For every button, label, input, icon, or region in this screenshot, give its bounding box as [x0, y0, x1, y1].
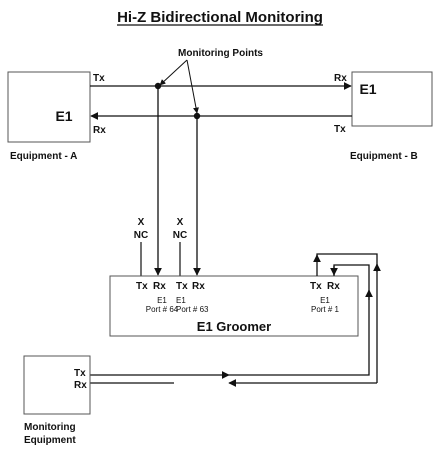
port63-e1-label: E1	[176, 296, 186, 305]
port1-e1-label: E1	[320, 296, 330, 305]
monitoring-rx-label: Rx	[74, 380, 87, 391]
port1-rx-label: Rx	[327, 281, 340, 292]
groomer-title: E1 Groomer	[197, 319, 271, 334]
port1-tx-wire	[316, 253, 378, 383]
equipment-a-box	[7, 71, 91, 143]
equipment-b-e1-label: E1	[359, 81, 376, 97]
port1-tx-label: Tx	[310, 281, 322, 292]
equipment-b-tx-label: Tx	[334, 124, 346, 135]
equipment-a-caption: Equipment - A	[10, 151, 77, 162]
monitoring-tx-label: Tx	[74, 368, 86, 379]
equipment-a-rx-label: Rx	[93, 125, 106, 136]
equipment-a-tx-label: Tx	[93, 73, 105, 84]
port1-number-label: Port # 1	[311, 305, 340, 314]
monitoring-caption-line2: Equipment	[24, 435, 76, 446]
port63-number-label: Port # 63	[176, 305, 209, 314]
port63-nc-mark: NC	[173, 230, 187, 241]
port63-rx-label: Rx	[192, 281, 205, 292]
diagram-title: Hi-Z Bidirectional Monitoring	[117, 9, 323, 26]
monitoring-point-pointer-1	[159, 59, 188, 86]
equipment-b-box	[351, 71, 433, 127]
port63-x-mark: X	[177, 217, 184, 228]
equipment-b-rx-label: Rx	[334, 73, 347, 84]
port64-nc-mark: NC	[134, 230, 148, 241]
groomer-box	[109, 275, 359, 337]
port64-e1-label: E1	[157, 296, 167, 305]
port64-x-mark: X	[138, 217, 145, 228]
equipment-b-caption: Equipment - B	[350, 151, 418, 162]
port64-rx-label: Rx	[153, 281, 166, 292]
port63-tx-label: Tx	[176, 281, 188, 292]
monitoring-points-label: Monitoring Points	[178, 48, 263, 59]
monitoring-equipment-box	[23, 355, 91, 415]
port64-number-label: Port # 64	[146, 305, 179, 314]
port64-tx-label: Tx	[136, 281, 148, 292]
monitoring-caption-line1: Monitoring	[24, 422, 76, 433]
equipment-a-e1-label: E1	[55, 108, 72, 124]
